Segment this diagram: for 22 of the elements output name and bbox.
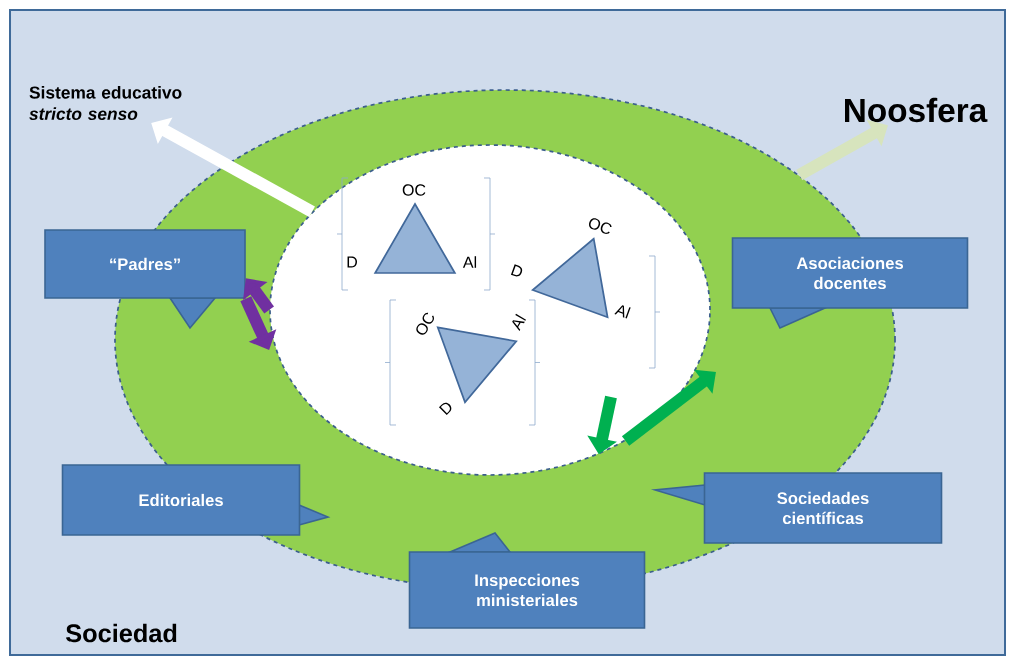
vertex-label: OC xyxy=(416,312,434,335)
callout-tooltip: “Padres” xyxy=(44,229,246,330)
vertex-label: Al xyxy=(462,256,477,268)
block-arrow xyxy=(621,369,716,446)
vertex-label: OC xyxy=(589,218,612,234)
callout-tooltip: Inspecciones ministeriales xyxy=(408,532,646,629)
vertex-label: D xyxy=(510,264,523,277)
vertex-label: D xyxy=(439,402,452,416)
title-text: Noosfera xyxy=(845,97,988,123)
vertex-label: D xyxy=(347,256,357,268)
callout-tooltip: Sociedades científicas xyxy=(650,472,943,544)
block-arrow xyxy=(243,278,274,314)
caption-text: Sistema educativo stricto senso xyxy=(29,85,182,120)
region-title: Sociedad xyxy=(66,623,177,643)
callout-tooltip: Asociaciones docentes xyxy=(731,237,969,330)
ellipse-region xyxy=(269,144,711,476)
block-arrow xyxy=(240,296,277,350)
vertex-label: Al xyxy=(512,313,527,332)
callout-tooltip: Editoriales xyxy=(61,464,331,536)
block-arrow xyxy=(796,119,888,181)
vertex-label: Al xyxy=(614,305,631,319)
vertex-label: OC xyxy=(402,184,426,196)
